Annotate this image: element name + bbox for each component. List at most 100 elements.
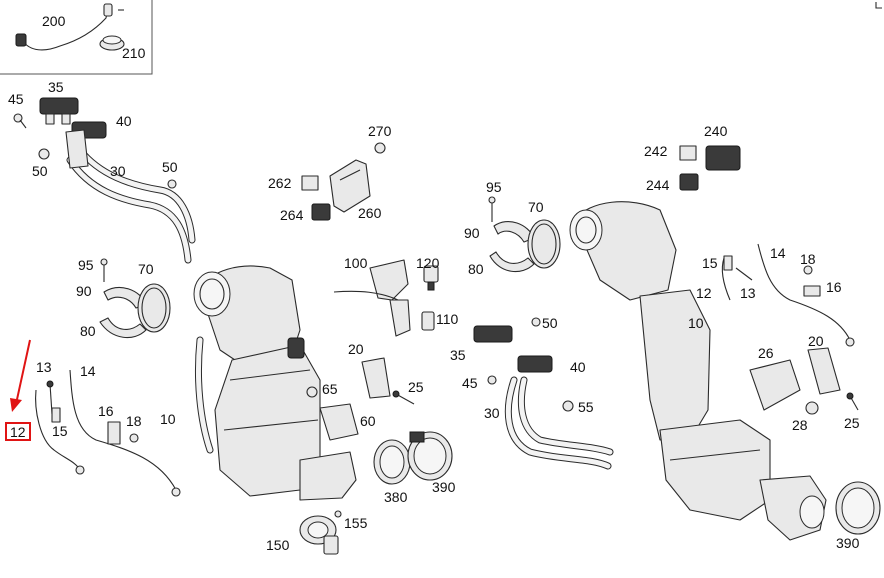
part-50-bolt-b: [167, 179, 177, 189]
part-210-grommet: [99, 35, 125, 51]
label-30-right: 30: [484, 405, 500, 421]
label-40-right: 40: [570, 359, 586, 375]
label-20-right: 20: [808, 333, 824, 349]
label-260: 260: [358, 205, 382, 221]
label-80: 80: [80, 323, 96, 339]
part-13-screw-right: [735, 267, 753, 281]
label-100: 100: [344, 255, 368, 271]
part-45-bolt-right: [487, 375, 497, 385]
label-15-right: 15: [702, 255, 718, 271]
part-25-bolt: [392, 390, 415, 405]
label-390-right: 390: [836, 535, 860, 551]
part-18-nut: [129, 433, 139, 443]
part-80-clamp: [99, 317, 147, 339]
part-10-exhaust-assembly-right: [569, 201, 827, 541]
part-15-clip-right: [723, 255, 733, 271]
label-240: 240: [704, 123, 728, 139]
part-262-clip: [301, 175, 319, 191]
part-28-bolt: [805, 401, 819, 415]
label-90: 90: [76, 283, 92, 299]
label-110: 110: [436, 311, 459, 327]
part-14-sensor-line-right: [757, 243, 855, 347]
label-16: 16: [98, 403, 114, 419]
label-390: 390: [432, 479, 456, 495]
part-12-sensor-line-right: [721, 257, 731, 301]
part-16-bracket: [107, 421, 121, 445]
label-40: 40: [116, 113, 132, 129]
part-390-clamp: [407, 431, 453, 481]
part-120-sensor: [423, 265, 439, 291]
label-12: 12: [10, 424, 26, 440]
part-35-pressure-sensor-right: [473, 325, 513, 343]
label-20: 20: [348, 341, 364, 357]
part-90-clamp-right: [493, 221, 535, 243]
part-244-clip: [679, 173, 699, 191]
label-16-right: 16: [826, 279, 842, 295]
label-50: 50: [32, 163, 48, 179]
label-45: 45: [8, 91, 24, 107]
label-95-right: 95: [486, 179, 502, 195]
part-14-sensor-line: [69, 369, 181, 497]
label-10: 10: [160, 411, 176, 427]
part-90-clamp: [103, 287, 147, 309]
label-18: 18: [126, 413, 142, 429]
label-26: 26: [758, 345, 774, 361]
label-35-right: 35: [450, 347, 466, 363]
label-35: 35: [48, 79, 64, 95]
part-264-clip: [311, 203, 331, 221]
part-65-nut: [306, 386, 318, 398]
part-30-pressure-pipes: [65, 129, 196, 264]
part-200-sensor-lead: [15, 3, 124, 51]
inset-frame: [0, 0, 153, 75]
label-70: 70: [138, 261, 154, 277]
part-270-bolt: [374, 142, 386, 154]
part-20-heat-shield: [361, 357, 391, 399]
part-70-gasket-right: [527, 219, 561, 269]
label-15: 15: [52, 423, 68, 439]
part-35-pressure-sensor: [39, 97, 79, 125]
label-14: 14: [80, 363, 96, 379]
part-260-sensor-bracket: [329, 159, 371, 213]
label-50-right: 50: [542, 315, 558, 331]
part-150-sensor: [299, 515, 339, 555]
part-50-bolt-right: [531, 317, 541, 327]
label-13-right: 13: [740, 285, 756, 301]
part-30-pipes-right: [504, 376, 614, 470]
label-242: 242: [644, 143, 668, 159]
corner-icon: [875, 2, 882, 9]
label-14-right: 14: [770, 245, 786, 261]
label-30: 30: [110, 163, 126, 179]
highlight-arrow: [10, 339, 31, 412]
label-45-right: 45: [462, 375, 478, 391]
label-380: 380: [384, 489, 408, 505]
label-150: 150: [266, 537, 290, 553]
part-95-bolt-right: [488, 196, 496, 222]
part-155-bolt: [334, 510, 342, 518]
label-28: 28: [792, 417, 808, 433]
label-155: 155: [344, 515, 368, 531]
part-45-bolt: [13, 113, 27, 129]
label-60: 60: [360, 413, 376, 429]
label-210: 210: [122, 45, 146, 61]
part-16-bracket-right: [803, 285, 821, 297]
part-110-sensor: [421, 311, 435, 331]
part-20-heat-shield-right: [807, 347, 841, 395]
part-15-clip: [51, 407, 61, 423]
label-70-right: 70: [528, 199, 544, 215]
part-95-bolt: [100, 258, 108, 282]
part-50-nut-a: [38, 148, 50, 160]
highlight-box-12: [5, 422, 31, 441]
part-12-sensor-line: [35, 389, 85, 475]
label-95: 95: [78, 257, 94, 273]
label-90-right: 90: [464, 225, 480, 241]
label-10-right: 10: [688, 315, 704, 331]
label-25-right: 25: [844, 415, 860, 431]
label-13: 13: [36, 359, 52, 375]
part-70-gasket: [137, 283, 171, 333]
label-200: 200: [42, 13, 66, 29]
label-244: 244: [646, 177, 670, 193]
part-10-exhaust-assembly-left: [193, 265, 357, 501]
part-100-bracket-with-sensor: [333, 259, 411, 337]
label-65: 65: [322, 381, 338, 397]
